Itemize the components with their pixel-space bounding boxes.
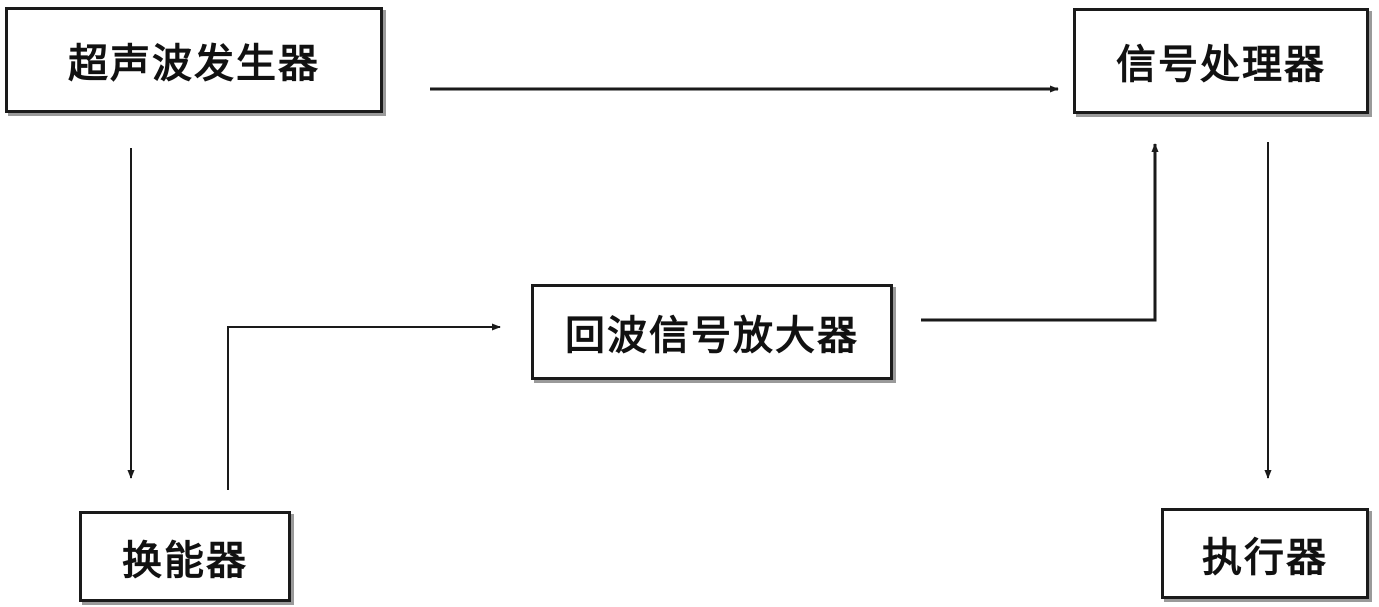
- node-signal-processor: 信号处理器: [1073, 8, 1369, 114]
- edge-amplifier-to-processor: [921, 143, 1159, 322]
- node-label: 执行器: [1202, 534, 1328, 581]
- node-transducer: 换能器: [79, 511, 291, 602]
- node-label: 换能器: [122, 537, 248, 584]
- node-label: 超声波发生器: [68, 41, 320, 87]
- node-actuator: 执行器: [1161, 508, 1369, 599]
- node-label: 信号处理器: [1116, 42, 1326, 88]
- node-ultrasonic-generator: 超声波发生器: [5, 7, 383, 113]
- node-label: 回波信号放大器: [565, 313, 859, 359]
- edge-transducer-to-amplifier: [227, 323, 501, 490]
- node-echo-amplifier: 回波信号放大器: [531, 284, 893, 380]
